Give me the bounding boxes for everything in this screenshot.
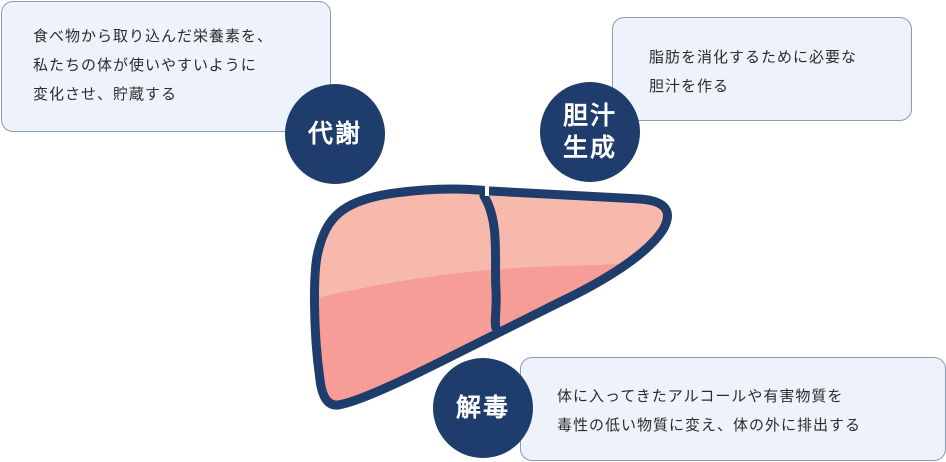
detox-line-2: 毒性の低い物質に変え、体の外に排出する xyxy=(557,416,862,434)
bile-line-1: 脂肪を消化するために必要な xyxy=(649,48,858,66)
detox-line-1: 体に入ってきたアルコールや有害物質を xyxy=(557,387,844,405)
bile-title-line-1: 胆汁 xyxy=(562,101,617,130)
metabolism-badge: 代謝 xyxy=(285,84,385,184)
detox-title: 解毒 xyxy=(455,393,510,422)
detox-badge: 解毒 xyxy=(433,358,533,458)
liver-lobe-divider xyxy=(479,191,501,333)
metabolism-title: 代謝 xyxy=(307,119,362,148)
detox-description-box: 体に入ってきたアルコールや有害物質を 毒性の低い物質に変え、体の外に排出する xyxy=(520,357,946,461)
bile-badge: 胆汁 生成 xyxy=(540,82,640,182)
liver-outline xyxy=(309,184,672,410)
bile-description-box: 脂肪を消化するために必要な 胆汁を作る xyxy=(612,17,912,121)
metabolism-line-1: 食べ物から取り込んだ栄養素を、 xyxy=(33,27,274,45)
metabolism-line-2: 私たちの体が使いやすいように xyxy=(33,56,257,74)
metabolism-line-3: 変化させ、貯蔵する xyxy=(33,85,178,103)
metabolism-description-box: 食べ物から取り込んだ栄養素を、 私たちの体が使いやすいように 変化させ、貯蔵する xyxy=(1,1,331,132)
bile-title-line-2: 生成 xyxy=(562,133,617,162)
bile-line-2: 胆汁を作る xyxy=(649,77,730,95)
